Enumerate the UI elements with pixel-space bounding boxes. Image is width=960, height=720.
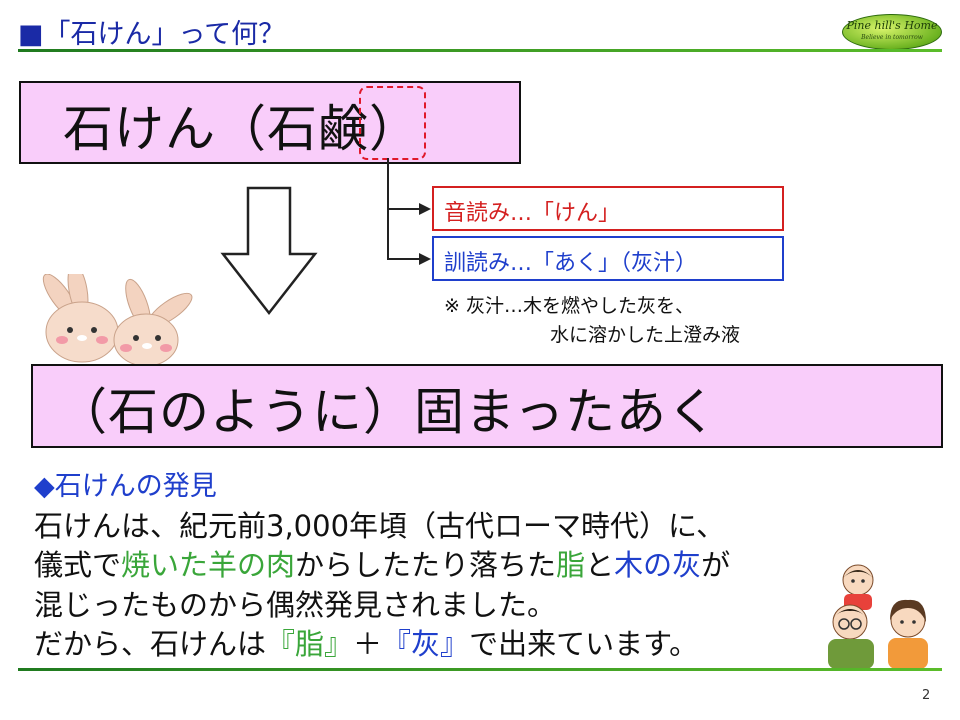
header-divider xyxy=(18,49,942,52)
kunyomi-text: 訓読み…「あく」（灰汁） xyxy=(444,251,698,276)
soap-title-box: 石けん（石鹸） xyxy=(19,81,521,164)
logo-subtitle: Believe in tomorrow xyxy=(861,34,923,41)
line2-text: が xyxy=(701,548,731,582)
down-arrow-icon xyxy=(220,186,318,316)
logo-title: Pine hill's Home xyxy=(846,19,938,32)
highlight-fat-quoted: 『脂』 xyxy=(266,627,354,661)
kanji-highlight-dashed xyxy=(359,86,426,160)
arrowhead-right-icon xyxy=(419,253,431,265)
footer-divider xyxy=(18,668,942,671)
highlight-burnt: 焼いた xyxy=(121,548,209,582)
highlight-wood-ash: 木の灰 xyxy=(614,548,702,582)
result-box: （石のように）固まったあく xyxy=(31,364,943,448)
discovery-line-4: だから、石けんは『脂』＋『灰』で出来ています。 xyxy=(34,621,698,663)
plus-sign: ＋ xyxy=(353,627,383,661)
discovery-line-3: 混じったものから偶然発見されました。 xyxy=(34,588,557,622)
discovery-heading: ◆石けんの発見 xyxy=(34,471,217,502)
onyomi-box: 音読み…「けん」 xyxy=(432,186,784,231)
page-number: 2 xyxy=(922,688,931,703)
note-line-1: ※ 灰汁…木を燃やした灰を、 xyxy=(444,295,694,317)
kunyomi-box: 訓読み…「あく」（灰汁） xyxy=(432,236,784,281)
line4-text: で出来ています。 xyxy=(469,627,699,661)
connector-onyomi xyxy=(387,208,419,210)
arrowhead-right-icon xyxy=(419,203,431,215)
result-text: （石のように）固まったあく xyxy=(57,383,718,441)
line4-text: だから、石けんは xyxy=(34,627,267,661)
pine-hills-home-logo: Pine hill's Home Believe in tomorrow xyxy=(842,14,942,50)
line2-text: 儀式で xyxy=(34,548,122,582)
highlight-ash-quoted: 『灰』 xyxy=(382,627,470,661)
family-illustration-icon xyxy=(828,564,928,669)
line2-text: と xyxy=(585,548,615,582)
connector-kunyomi xyxy=(387,258,419,260)
note-line-2: 水に溶かした上澄み液 xyxy=(550,324,741,346)
highlight-fat: 脂 xyxy=(556,548,586,582)
line2-text: からしたたり落ちた xyxy=(295,548,557,582)
discovery-line-1: 石けんは、紀元前3,000年頃（古代ローマ時代）に、 xyxy=(34,509,726,543)
rabbits-illustration-icon xyxy=(40,274,290,367)
slide-title: ■「石けん」って何？ xyxy=(18,19,286,50)
onyomi-text: 音読み…「けん」 xyxy=(444,201,621,226)
discovery-line-2: 儀式で焼いた羊の肉からしたたり落ちた脂と木の灰が xyxy=(34,542,730,584)
highlight-sheep-meat: 羊の肉 xyxy=(208,548,296,582)
